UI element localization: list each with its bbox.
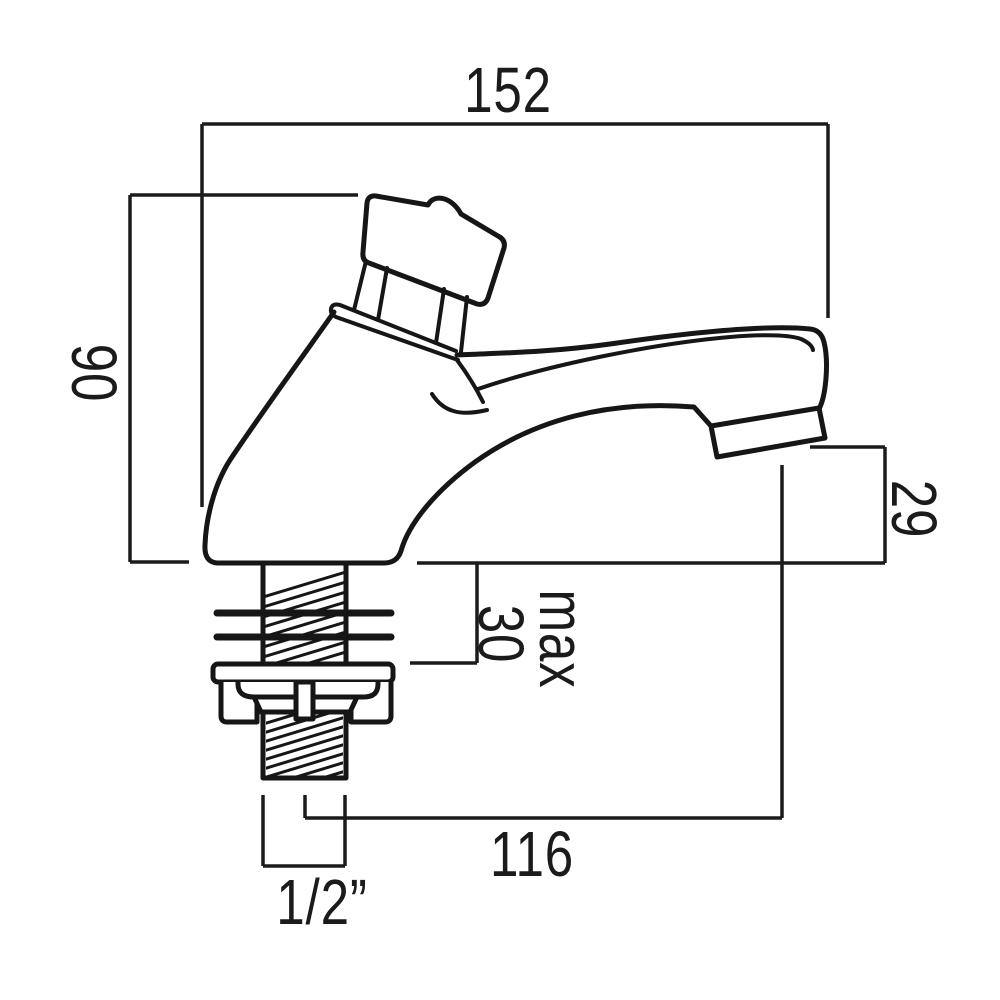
dim-152-lines xyxy=(200,122,830,507)
dim-label-116: 116 xyxy=(490,820,574,891)
backnut-bar xyxy=(251,679,360,722)
dim-90-lines xyxy=(128,193,358,564)
dim-label-half-inch: 1/2” xyxy=(276,868,367,939)
tap-knob xyxy=(360,193,507,307)
dim-label-29: 29 xyxy=(878,480,949,539)
washer-bars xyxy=(213,609,395,641)
dim-29-lines xyxy=(810,445,887,563)
spout-aerator xyxy=(708,405,828,460)
tap-body xyxy=(202,309,714,566)
dim-30-lines xyxy=(410,563,479,665)
dim-label-30: 30 xyxy=(465,605,536,664)
dim-half-inch-lines xyxy=(261,795,347,868)
tap-spout xyxy=(454,325,829,412)
tap-neck xyxy=(352,259,469,354)
dim-116-lines xyxy=(303,465,784,820)
dim-label-152: 152 xyxy=(464,56,552,127)
threaded-tail xyxy=(260,709,349,781)
backnut-tab xyxy=(293,679,316,722)
flange-plate xyxy=(210,661,396,685)
dim-label-max: max xyxy=(526,589,597,688)
threaded-shank-upper xyxy=(260,562,349,666)
dim-label-90: 90 xyxy=(58,344,129,403)
